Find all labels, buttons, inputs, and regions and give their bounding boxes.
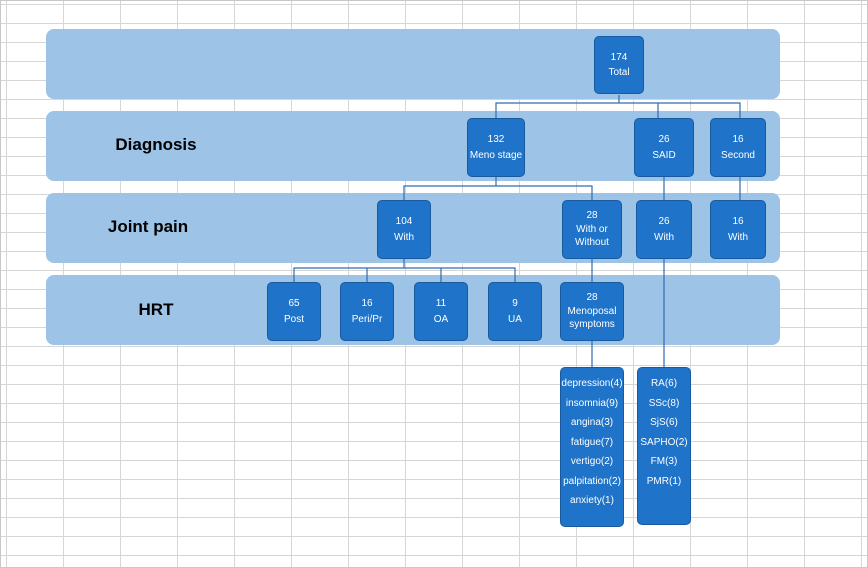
node-meno-stage: 132 Meno stage bbox=[467, 118, 525, 177]
symptom-item: palpitation(2) bbox=[563, 475, 621, 487]
node-second-label: Second bbox=[721, 149, 755, 161]
connector-with bbox=[293, 259, 516, 282]
said-disease-item: SSc(8) bbox=[648, 397, 680, 409]
node-ua: 9 UA bbox=[488, 282, 542, 341]
symptom-item: insomnia(9) bbox=[565, 397, 619, 409]
symptom-list: depression(4) insomnia(9) angina(3) fati… bbox=[560, 367, 624, 527]
node-total: 174 Total bbox=[594, 36, 644, 94]
said-disease-item: RA(6) bbox=[650, 378, 678, 389]
node-with-or-without-label: With or bbox=[576, 223, 608, 235]
node-ua-value: 9 bbox=[512, 298, 518, 309]
node-total-value: 174 bbox=[610, 51, 628, 63]
node-peri-value: 16 bbox=[361, 298, 373, 309]
connector-meno bbox=[403, 177, 593, 200]
symptom-item: vertigo(2) bbox=[570, 456, 614, 467]
node-menopausal-label2: symptoms bbox=[569, 319, 615, 331]
node-peri: 16 Peri/Pr bbox=[340, 282, 394, 341]
node-said-value: 26 bbox=[658, 134, 670, 145]
node-ua-label: UA bbox=[508, 313, 522, 325]
said-disease-item: SjS(6) bbox=[650, 417, 678, 428]
node-second-with-value: 16 bbox=[732, 216, 744, 227]
node-second: 16 Second bbox=[710, 118, 766, 177]
symptom-item: angina(3) bbox=[570, 417, 614, 428]
said-disease-list: RA(6) SSc(8) SjS(6) SAPHO(2) FM(3) PMR(1… bbox=[637, 367, 691, 525]
node-post: 65 Post bbox=[267, 282, 321, 341]
said-disease-item: PMR(1) bbox=[646, 475, 682, 487]
node-said: 26 SAID bbox=[634, 118, 694, 177]
node-menopausal: 28 Menoposal symptoms bbox=[560, 282, 624, 341]
node-post-label: Post bbox=[283, 313, 304, 325]
node-meno-stage-label: Meno stage bbox=[469, 149, 523, 161]
node-second-with-label: With bbox=[728, 231, 748, 243]
node-said-with: 26 With bbox=[636, 200, 692, 259]
symptom-item: anxiety(1) bbox=[570, 495, 614, 506]
row-label-hrt: HRT bbox=[138, 300, 174, 319]
row-label-joint-pain: Joint pain bbox=[107, 217, 189, 236]
node-post-value: 65 bbox=[288, 298, 300, 309]
node-with-or-without-label2: Without bbox=[575, 237, 609, 249]
band-hrt bbox=[46, 275, 780, 345]
node-second-with: 16 With bbox=[710, 200, 766, 259]
node-with-or-without-value: 28 bbox=[586, 210, 598, 222]
node-with-or-without: 28 With or Without bbox=[562, 200, 622, 259]
node-meno-stage-value: 132 bbox=[487, 134, 505, 145]
node-oa-value: 11 bbox=[435, 298, 447, 309]
node-menopausal-value: 28 bbox=[586, 292, 598, 304]
node-second-value: 16 bbox=[732, 134, 744, 145]
symptom-item: fatigue(7) bbox=[570, 436, 614, 448]
band-total bbox=[46, 29, 780, 99]
node-menopausal-label: Menoposal bbox=[567, 305, 617, 317]
node-peri-label: Peri/Pr bbox=[351, 313, 383, 325]
node-oa: 11 OA bbox=[414, 282, 468, 341]
row-label-diagnosis: Diagnosis bbox=[115, 135, 197, 154]
node-said-with-value: 26 bbox=[658, 216, 670, 227]
symptom-item: depression(4) bbox=[561, 378, 623, 389]
said-disease-item: FM(3) bbox=[650, 456, 678, 467]
node-with-104: 104 With bbox=[377, 200, 431, 259]
node-said-label: SAID bbox=[652, 149, 676, 161]
node-with-104-value: 104 bbox=[395, 216, 413, 227]
node-oa-label: OA bbox=[433, 313, 449, 325]
connector-total bbox=[495, 95, 741, 118]
said-disease-item: SAPHO(2) bbox=[640, 436, 688, 448]
node-said-with-label: With bbox=[654, 231, 674, 243]
node-total-label: Total bbox=[608, 67, 630, 78]
node-with-104-label: With bbox=[394, 231, 414, 243]
